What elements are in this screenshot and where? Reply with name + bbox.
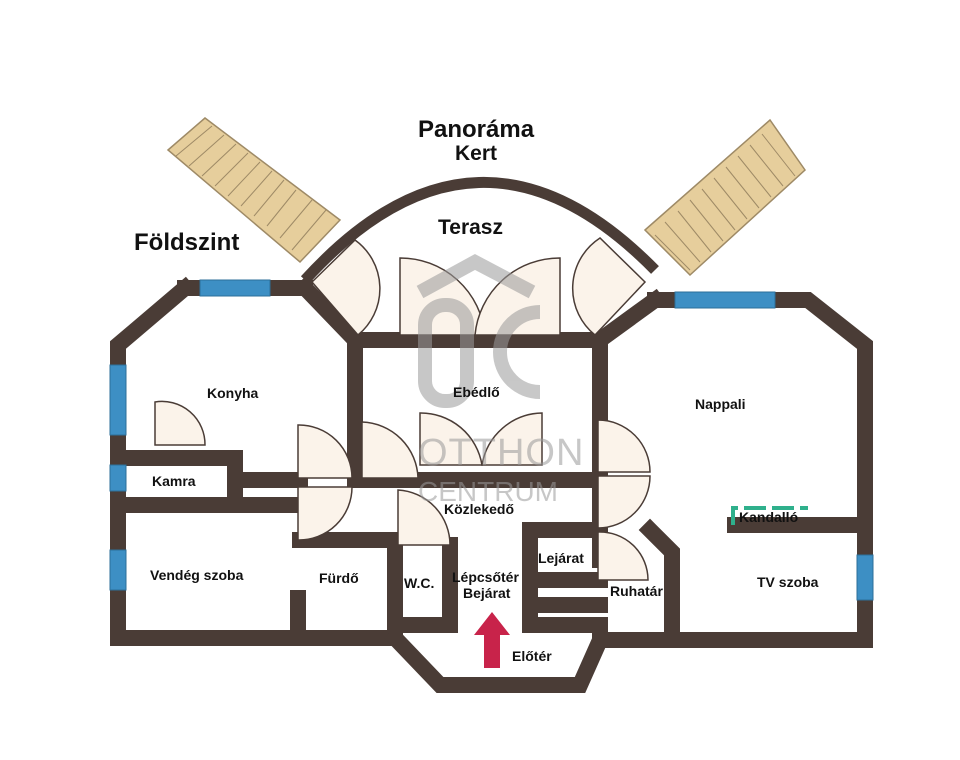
left-stairs (166, 117, 342, 264)
room-konyha: Konyha (207, 385, 259, 401)
room-lepcsoter: Lépcsőtér (452, 569, 519, 585)
room-kozlekedo: Közlekedő (444, 501, 515, 517)
room-ruhatar: Ruhatár (610, 583, 663, 599)
room-bejarat: Bejárat (463, 585, 511, 601)
terrace-arc (300, 177, 659, 284)
room-eloter: Előtér (512, 648, 552, 664)
room-lejarat: Lejárat (538, 550, 584, 566)
room-vendeg-szoba: Vendég szoba (150, 567, 244, 583)
room-terasz: Terasz (438, 216, 503, 239)
room-wc: W.C. (404, 575, 435, 591)
title-panorama: Panoráma (418, 116, 535, 143)
room-kamra: Kamra (152, 473, 196, 489)
title-kert: Kert (455, 142, 498, 165)
room-kandallo: Kandalló (739, 509, 799, 525)
entrance-arrow-icon (474, 612, 510, 668)
doors (154, 237, 651, 581)
watermark-logo (416, 254, 541, 408)
windows (109, 279, 874, 601)
right-stairs (643, 118, 806, 277)
room-furdo: Fürdő (319, 570, 359, 586)
watermark-line1: OTTHON (418, 432, 585, 474)
watermark-line2: CENTRUM (418, 476, 558, 507)
title-floor: Földszint (134, 229, 240, 256)
room-ebedlo: Ebédlő (453, 384, 500, 400)
room-nappali: Nappali (695, 396, 746, 412)
room-tv-szoba: TV szoba (757, 574, 819, 590)
fireplace-icon (731, 506, 808, 525)
